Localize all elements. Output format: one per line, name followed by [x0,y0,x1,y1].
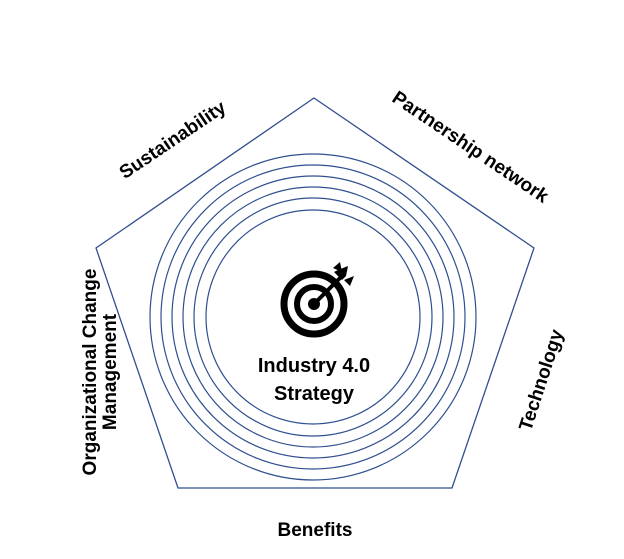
label-partnership-network: Partnership network [388,87,552,207]
ring [182,186,444,448]
ring [160,164,466,470]
ring [205,209,421,425]
target-arrow-icon [280,262,354,338]
label-org-change-line2: Management [100,313,121,430]
pentagon-outline [95,97,535,489]
label-technology: Technology [516,327,569,434]
ring [193,197,433,437]
ring [149,153,477,481]
center-title-line2: Strategy [274,383,355,405]
label-org-change-line1: Organizational Change [80,269,101,476]
concentric-rings [149,153,477,481]
label-benefits: Benefits [278,520,353,541]
ring [171,175,455,459]
center-title-line1: Industry 4.0 [258,355,370,377]
label-sustainability: Sustainability [116,97,231,184]
